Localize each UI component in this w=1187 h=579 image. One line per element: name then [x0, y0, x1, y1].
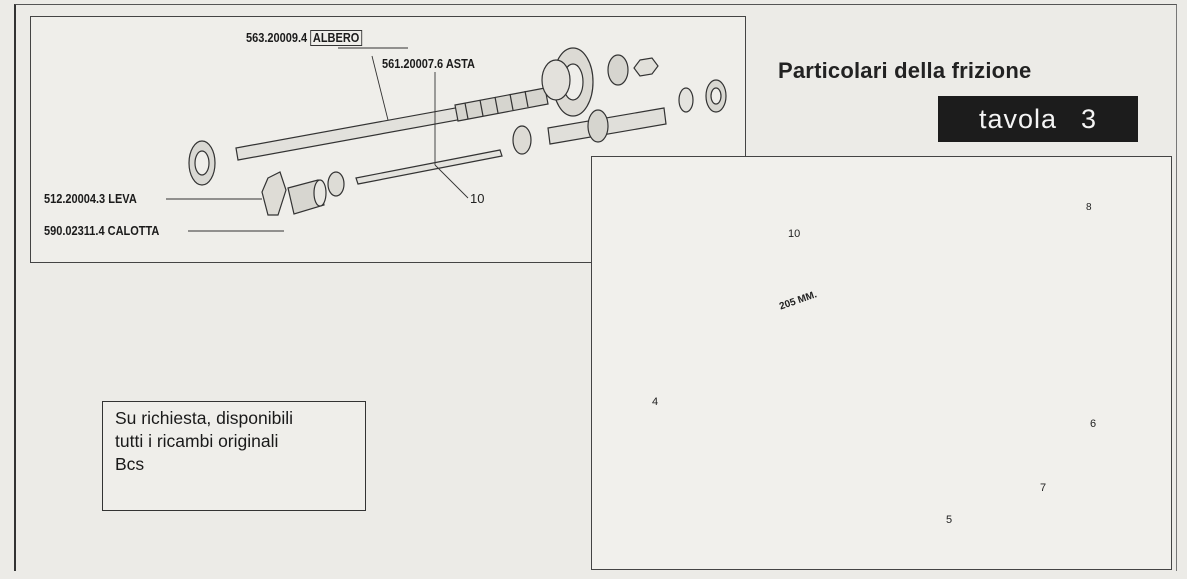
sheet-border	[14, 4, 1177, 571]
part-label-calotta: 590.02311.4 CALOTTA	[44, 224, 159, 238]
gear-small	[541, 59, 571, 101]
part-code: 512.20004.3	[44, 192, 106, 206]
shaft-splines	[454, 87, 549, 122]
availability-note: Su richiesta, disponibili tutti i ricamb…	[102, 401, 366, 511]
callout-8: 8	[1086, 202, 1092, 213]
gear-pinion	[587, 109, 609, 143]
bearing-mid	[607, 54, 629, 86]
bottom-diagram-panel	[591, 156, 1172, 570]
part-code: 590.02311.4	[44, 224, 105, 238]
callout-4: 4	[652, 396, 659, 408]
callout-10-top: 10	[470, 191, 485, 206]
part-code: 563.20009.4	[246, 31, 308, 45]
callout-5: 5	[946, 514, 953, 526]
tavola-number: 3	[1081, 103, 1098, 134]
note-line-1: Su richiesta, disponibili	[115, 408, 294, 428]
bearing-right	[512, 125, 532, 155]
part-label-albero: 563.20009.4 ALBERO	[246, 30, 362, 46]
part-name: CALOTTA	[107, 224, 160, 238]
part-name: ALBERO	[310, 30, 362, 46]
note-line-3: Bcs	[115, 454, 145, 474]
tavola-badge: tavola 3	[938, 96, 1138, 142]
rod-asta	[355, 149, 503, 185]
page-title: Particolari della frizione	[778, 58, 1032, 83]
part-label-asta: 561.20007.6 ASTA	[382, 57, 475, 71]
callout-10: 10	[788, 228, 801, 240]
part-code: 561.20007.6	[382, 57, 444, 71]
note-line-2: tutti i ricambi originali	[115, 431, 279, 451]
washer-right	[678, 87, 694, 113]
callout-7: 7	[1040, 482, 1047, 494]
part-label-leva: 512.20004.3 LEVA	[44, 192, 137, 206]
part-name: LEVA	[108, 192, 137, 206]
nut	[633, 57, 659, 77]
small-bearing	[327, 171, 345, 197]
callout-6: 6	[1090, 418, 1097, 430]
tavola-label: tavola	[978, 103, 1058, 134]
lever-leva	[261, 171, 287, 216]
part-name: ASTA	[445, 57, 475, 71]
